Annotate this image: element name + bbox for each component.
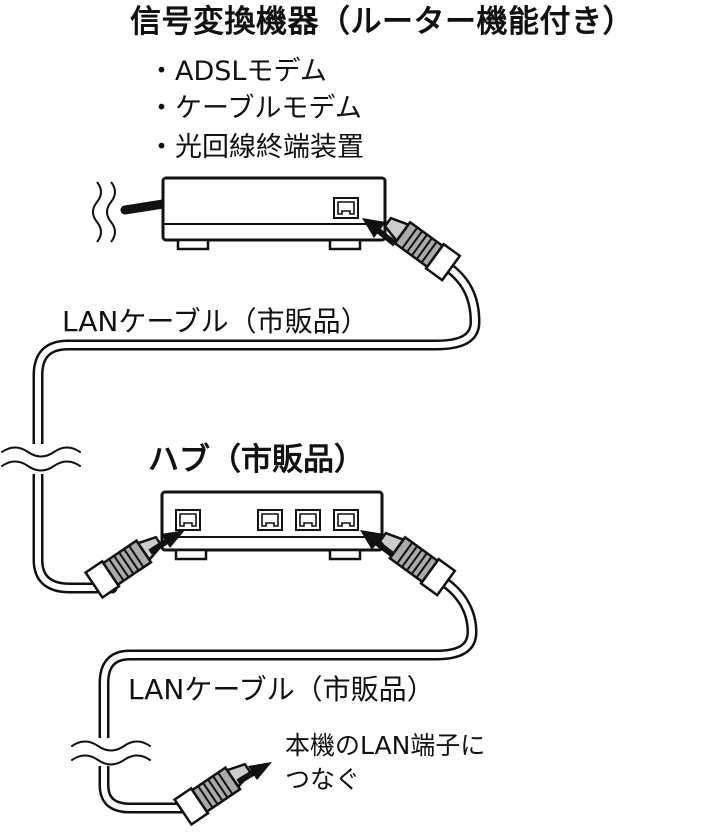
instruction-line-1: 本機のLAN端子に (285, 731, 486, 760)
hub-port-icon (295, 509, 321, 531)
rj45-plug-icon (173, 754, 258, 826)
modem-lan-port-icon (333, 197, 359, 219)
insert-arrow-icon (362, 218, 397, 247)
hub-port-icon (175, 509, 201, 531)
modem-foot (328, 238, 362, 251)
hub-foot (328, 548, 362, 561)
power-cord-wave-icon (106, 181, 116, 243)
power-cord (120, 199, 168, 215)
modem-title: 信号変換機器（ルーター機能付き） (130, 4, 634, 40)
modem-foot (176, 238, 210, 251)
insert-arrow-icon (360, 530, 395, 558)
modem-type-adsl: ・ADSLモデム (148, 56, 327, 87)
hub-device (160, 490, 384, 561)
instruction-line-2: つなぐ (285, 765, 361, 794)
modem-device (92, 176, 387, 251)
rj45-plug-icon (84, 527, 169, 599)
hub-port-icon (257, 509, 283, 531)
hub-foot (174, 548, 208, 561)
power-cord-wave-icon (92, 181, 102, 243)
lan-cable-2-label: LANケーブル（市販品） (128, 673, 435, 706)
lan-cable-2 (71, 572, 478, 814)
modem-type-optical: ・光回線終端装置 (148, 132, 364, 163)
rj45-plug-icon (372, 523, 457, 597)
insert-arrow-icon (236, 762, 272, 785)
lan-cable-1 (1, 256, 481, 594)
insert-arrow-icon (148, 530, 185, 555)
modem-type-cable: ・ケーブルモデム (148, 93, 362, 124)
lan-cable-1-label: LANケーブル（市販品） (62, 305, 369, 338)
rj45-plug-icon (377, 208, 462, 282)
hub-port-icon (333, 509, 359, 531)
hub-title: ハブ（市販品） (148, 442, 365, 478)
